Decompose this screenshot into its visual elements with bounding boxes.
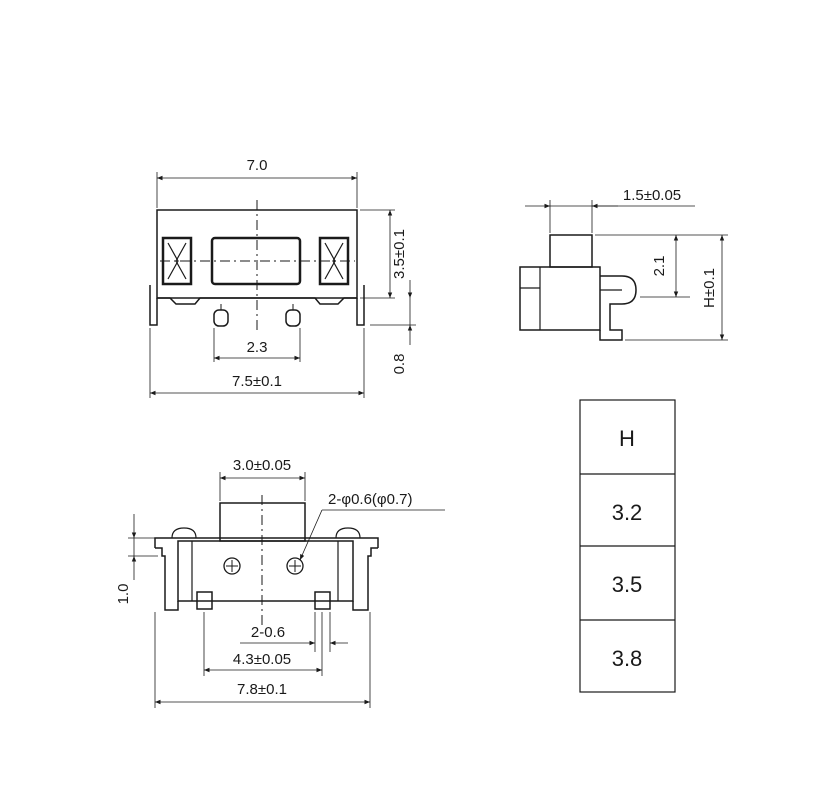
- side-terminal: [599, 275, 637, 341]
- pin-right: [285, 309, 301, 327]
- dim-side-actuator-width: 1.5±0.05: [623, 187, 681, 204]
- dim-pin-pitch: 2.3: [247, 339, 268, 356]
- dim-bottom-overall: 7.8±0.1: [237, 681, 287, 698]
- table-value-row-3: 3.8: [612, 646, 643, 671]
- dim-bottom-thickness: 1.0: [115, 584, 132, 605]
- dim-top-width: 7.0: [247, 157, 268, 174]
- table-value-row-2: 3.5: [612, 572, 643, 597]
- right-leg: [356, 285, 365, 326]
- dim-holes: 2-φ0.6(φ0.7): [328, 491, 413, 508]
- side-view: 1.5±0.05 2.1 H±0.1: [519, 187, 728, 341]
- dim-top-height: 3.5±0.1: [391, 229, 408, 279]
- hole-right: [286, 557, 304, 575]
- bottom-body: [177, 540, 354, 602]
- top-view: 7.0 3.5±0.1 0.8 2.3 7.5±0.1: [149, 157, 416, 398]
- dim-pad-pitch: 4.3±0.05: [233, 651, 291, 668]
- pad-left: [196, 591, 213, 610]
- table-value-row-1: 3.2: [612, 500, 643, 525]
- pin-left: [213, 309, 229, 327]
- dim-top-overall: 7.5±0.1: [232, 373, 282, 390]
- pad-right: [314, 591, 331, 610]
- dim-pin-offset: 0.8: [391, 354, 408, 375]
- side-actuator: [549, 234, 593, 268]
- side-body: [519, 266, 601, 331]
- hole-left: [223, 557, 241, 575]
- dim-side-total-height: H±0.1: [701, 268, 718, 308]
- dim-pad-width: 2-0.6: [251, 624, 285, 641]
- height-table: H 3.2 3.5 3.8: [579, 399, 676, 693]
- table-header-h: H: [619, 426, 635, 451]
- dim-bottom-actuator-width: 3.0±0.05: [233, 457, 291, 474]
- left-leg: [149, 285, 158, 326]
- dim-side-actuator-height: 2.1: [651, 256, 668, 277]
- bottom-view: 3.0±0.05 2-φ0.6(φ0.7) 1.0 2-0.6 4.3±0.05…: [115, 457, 445, 708]
